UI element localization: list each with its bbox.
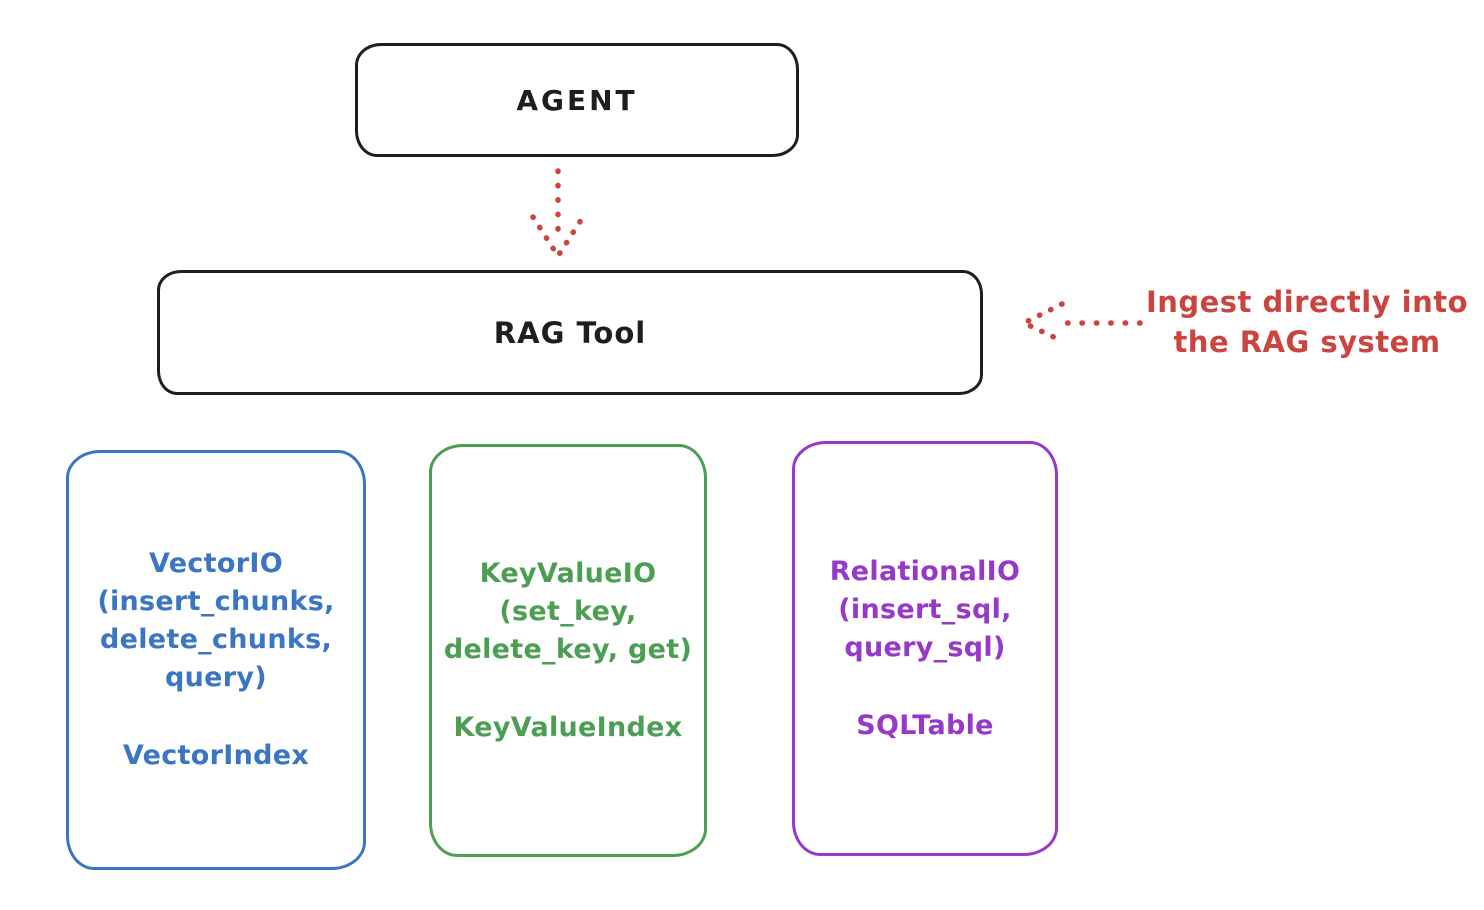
rag-tool-node: RAG Tool bbox=[157, 270, 983, 395]
agent-label: AGENT bbox=[516, 83, 638, 117]
keyvalue-io-line: (set_key, bbox=[499, 595, 637, 627]
agent-node: AGENT bbox=[355, 43, 799, 157]
relational-io-line: (insert_sql, bbox=[838, 593, 1012, 625]
rag-tool-label: RAG Tool bbox=[493, 315, 647, 350]
sql-table-label: SQLTable bbox=[856, 709, 994, 741]
relational-io-line: query_sql) bbox=[844, 631, 1006, 663]
vector-io-line: (insert_chunks, bbox=[97, 586, 335, 617]
ingest-annotation-line2: the RAG system bbox=[1173, 325, 1441, 359]
relational-io-box: RelationalIO (insert_sql, query_sql) SQL… bbox=[792, 441, 1058, 856]
vector-io-line: query) bbox=[165, 662, 267, 693]
keyvalue-io-line: delete_key, get) bbox=[443, 633, 693, 665]
agent-to-ragtool-arrowhead-icon bbox=[530, 214, 586, 259]
keyvalue-io-box: KeyValueIO (set_key, delete_key, get) Ke… bbox=[429, 444, 707, 857]
vector-io-line: VectorIO bbox=[149, 548, 283, 579]
vector-io-box: VectorIO (insert_chunks, delete_chunks, … bbox=[66, 450, 366, 870]
vector-index-label: VectorIndex bbox=[122, 740, 310, 771]
keyvalue-io-line: KeyValueIO bbox=[479, 557, 657, 589]
ingest-annotation-line1: Ingest directly into bbox=[1145, 285, 1469, 319]
keyvalue-index-label: KeyValueIndex bbox=[453, 711, 683, 743]
ingest-annotation: Ingest directly into the RAG system bbox=[1140, 282, 1474, 362]
vector-io-line: delete_chunks, bbox=[99, 624, 333, 655]
ingest-arrowhead-icon bbox=[1021, 301, 1065, 343]
relational-io-line: RelationalIO bbox=[829, 555, 1021, 587]
